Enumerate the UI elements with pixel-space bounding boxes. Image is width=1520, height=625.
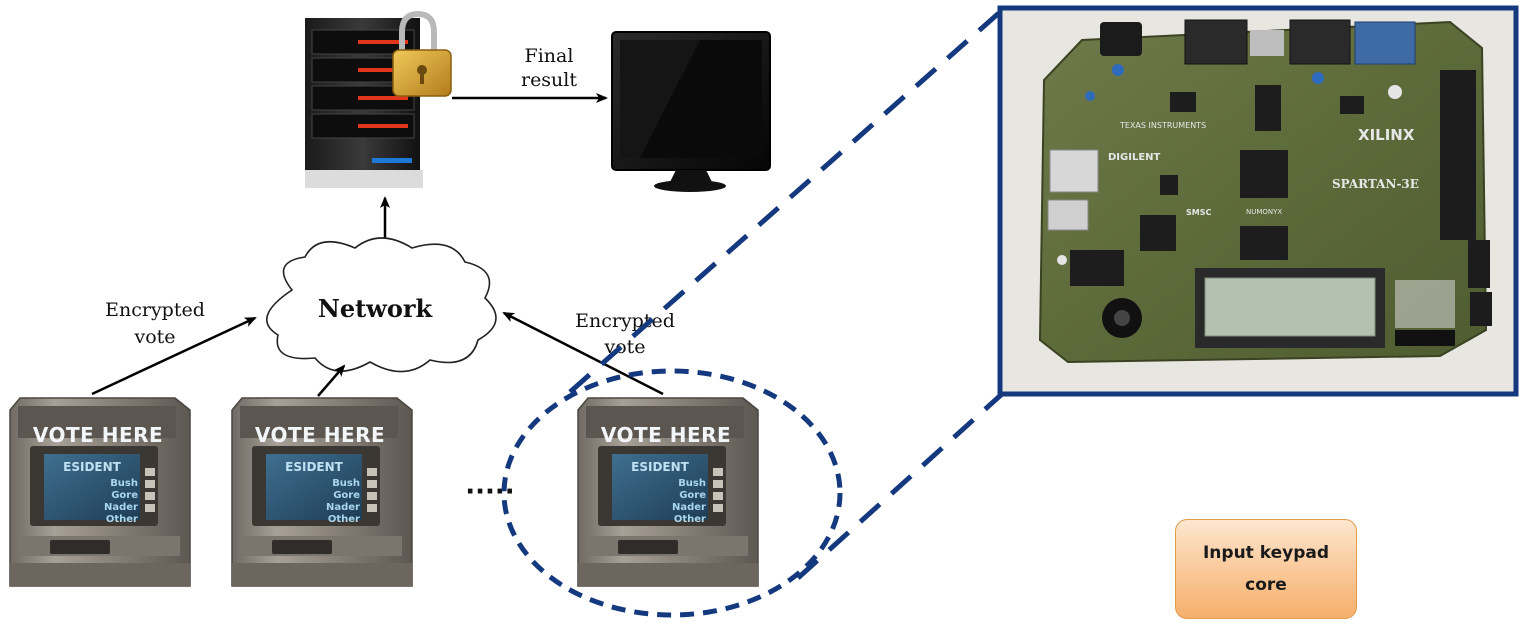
candidate-3: Nader: [104, 502, 138, 513]
candidate-4: Other: [106, 514, 138, 525]
kiosk1-arrow: [91, 316, 257, 396]
voting-machine-3: VOTE HERE ESIDENT Bush Gore Nader Other: [577, 397, 759, 587]
candidate-1: Bush: [332, 478, 360, 489]
candidate-1: Bush: [110, 478, 138, 489]
final-result-label-line1: Final: [525, 45, 574, 67]
input-keypad-core-box: Input keypad core: [1175, 519, 1357, 619]
more-machines-ellipsis: ·····: [465, 477, 514, 507]
board-label-smsc: SMSC: [1186, 208, 1211, 217]
kiosk2-arrow: [317, 364, 346, 397]
network-cloud-icon: [266, 237, 497, 373]
candidate-4: Other: [328, 514, 360, 525]
vote-here-sign: VOTE HERE: [255, 423, 385, 447]
candidate-2: Gore: [333, 490, 360, 501]
candidate-2: Gore: [111, 490, 138, 501]
final-result-label-line2: result: [521, 69, 577, 91]
candidate-2: Gore: [679, 490, 706, 501]
kiosk3-arrow: [502, 311, 664, 396]
board-label-ti: TEXAS INSTRUMENTS: [1119, 121, 1206, 130]
voting-machine-2: VOTE HERE ESIDENT Bush Gore Nader Other: [231, 397, 413, 587]
callout-line-bottom: [796, 392, 1004, 580]
screen-title: ESIDENT: [631, 460, 690, 474]
screen-title: ESIDENT: [63, 460, 122, 474]
candidate-4: Other: [674, 514, 706, 525]
callout-line-top: [568, 10, 1002, 394]
server-icon: [305, 18, 423, 188]
screen-title: ESIDENT: [285, 460, 344, 474]
candidate-3: Nader: [672, 502, 706, 513]
board-label-spartan: SPARTAN-3E: [1332, 177, 1419, 191]
board-label-numonyx: NUMONYX: [1246, 208, 1282, 216]
encrypted-vote-left-line2: vote: [133, 326, 175, 348]
fpga-board-image: TEXAS INSTRUMENTS DIGILENT XILINX SPARTA…: [997, 5, 1519, 397]
callout-ellipse: [501, 368, 843, 618]
candidate-1: Bush: [678, 478, 706, 489]
network-label: Network: [318, 294, 434, 323]
padlock-icon: [392, 10, 452, 97]
encrypted-vote-right-line1: Encrypted: [575, 310, 675, 332]
vote-here-sign: VOTE HERE: [601, 423, 731, 447]
encrypted-vote-left-line1: Encrypted: [105, 299, 205, 321]
board-label-xilinx: XILINX: [1358, 126, 1415, 144]
voting-machine-1: VOTE HERE ESIDENT Bush Gore Nader Other: [9, 397, 191, 587]
input-keypad-core-label: Input keypad core: [1202, 543, 1329, 595]
board-label-digilent: DIGILENT: [1108, 152, 1161, 163]
vote-here-sign: VOTE HERE: [33, 423, 163, 447]
monitor-icon: [611, 31, 771, 192]
candidate-3: Nader: [326, 502, 360, 513]
